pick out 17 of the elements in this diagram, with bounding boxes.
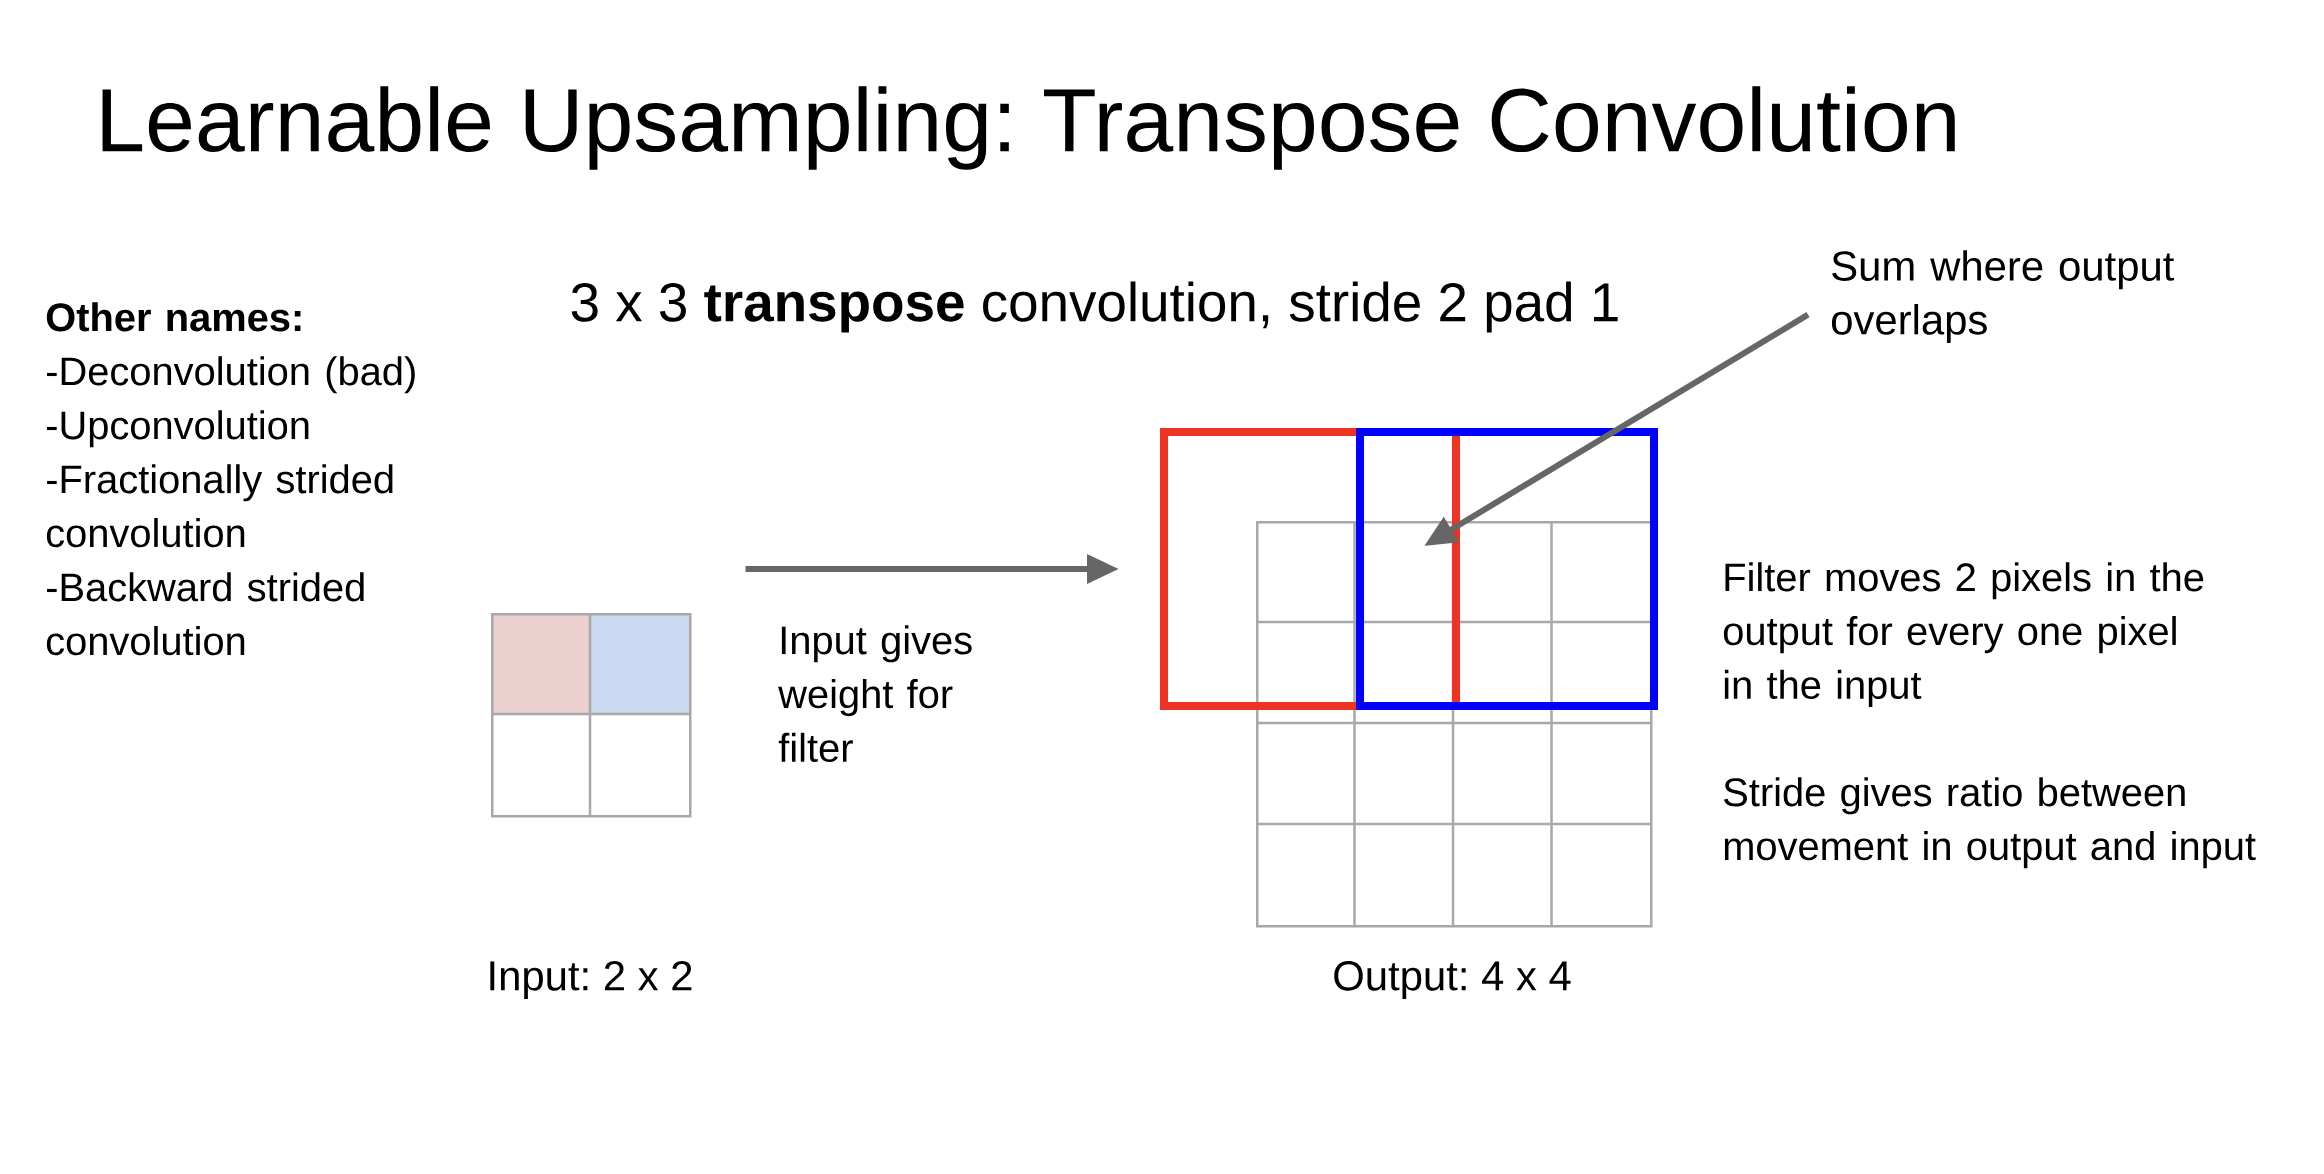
grid-caption: Input: 2 x 2 <box>490 961 692 999</box>
list-item: -Backward strided convolution <box>46 572 364 656</box>
callout-text: Sum where output overlaps <box>1831 250 2175 343</box>
output-grid <box>1256 521 1653 928</box>
list-item: -Fractionally strided convolution <box>46 464 393 548</box>
filter-outline <box>1160 428 1460 710</box>
grid-caption: Output: 4 x 4 <box>1334 961 1571 999</box>
filter-outline <box>1356 428 1658 710</box>
subtitle: 3 x 3 transpose convolution, stride 2 pad 1 <box>571 281 1618 333</box>
note-text: Stride gives ratio between movement in output and input <box>1724 777 2256 869</box>
list-heading: Other names: <box>46 302 301 332</box>
input-grid <box>491 613 692 818</box>
note-text: Filter moves 2 pixels in the output for every one pixel in the input <box>1723 562 2204 707</box>
list-item: -Upconvolution <box>46 410 309 448</box>
title: Learnable Upsampling: Transpose Convolution <box>102 86 1955 170</box>
note-text: Input gives weight for filter <box>778 625 972 763</box>
list-item: -Deconvolution (bad) <box>46 356 415 394</box>
